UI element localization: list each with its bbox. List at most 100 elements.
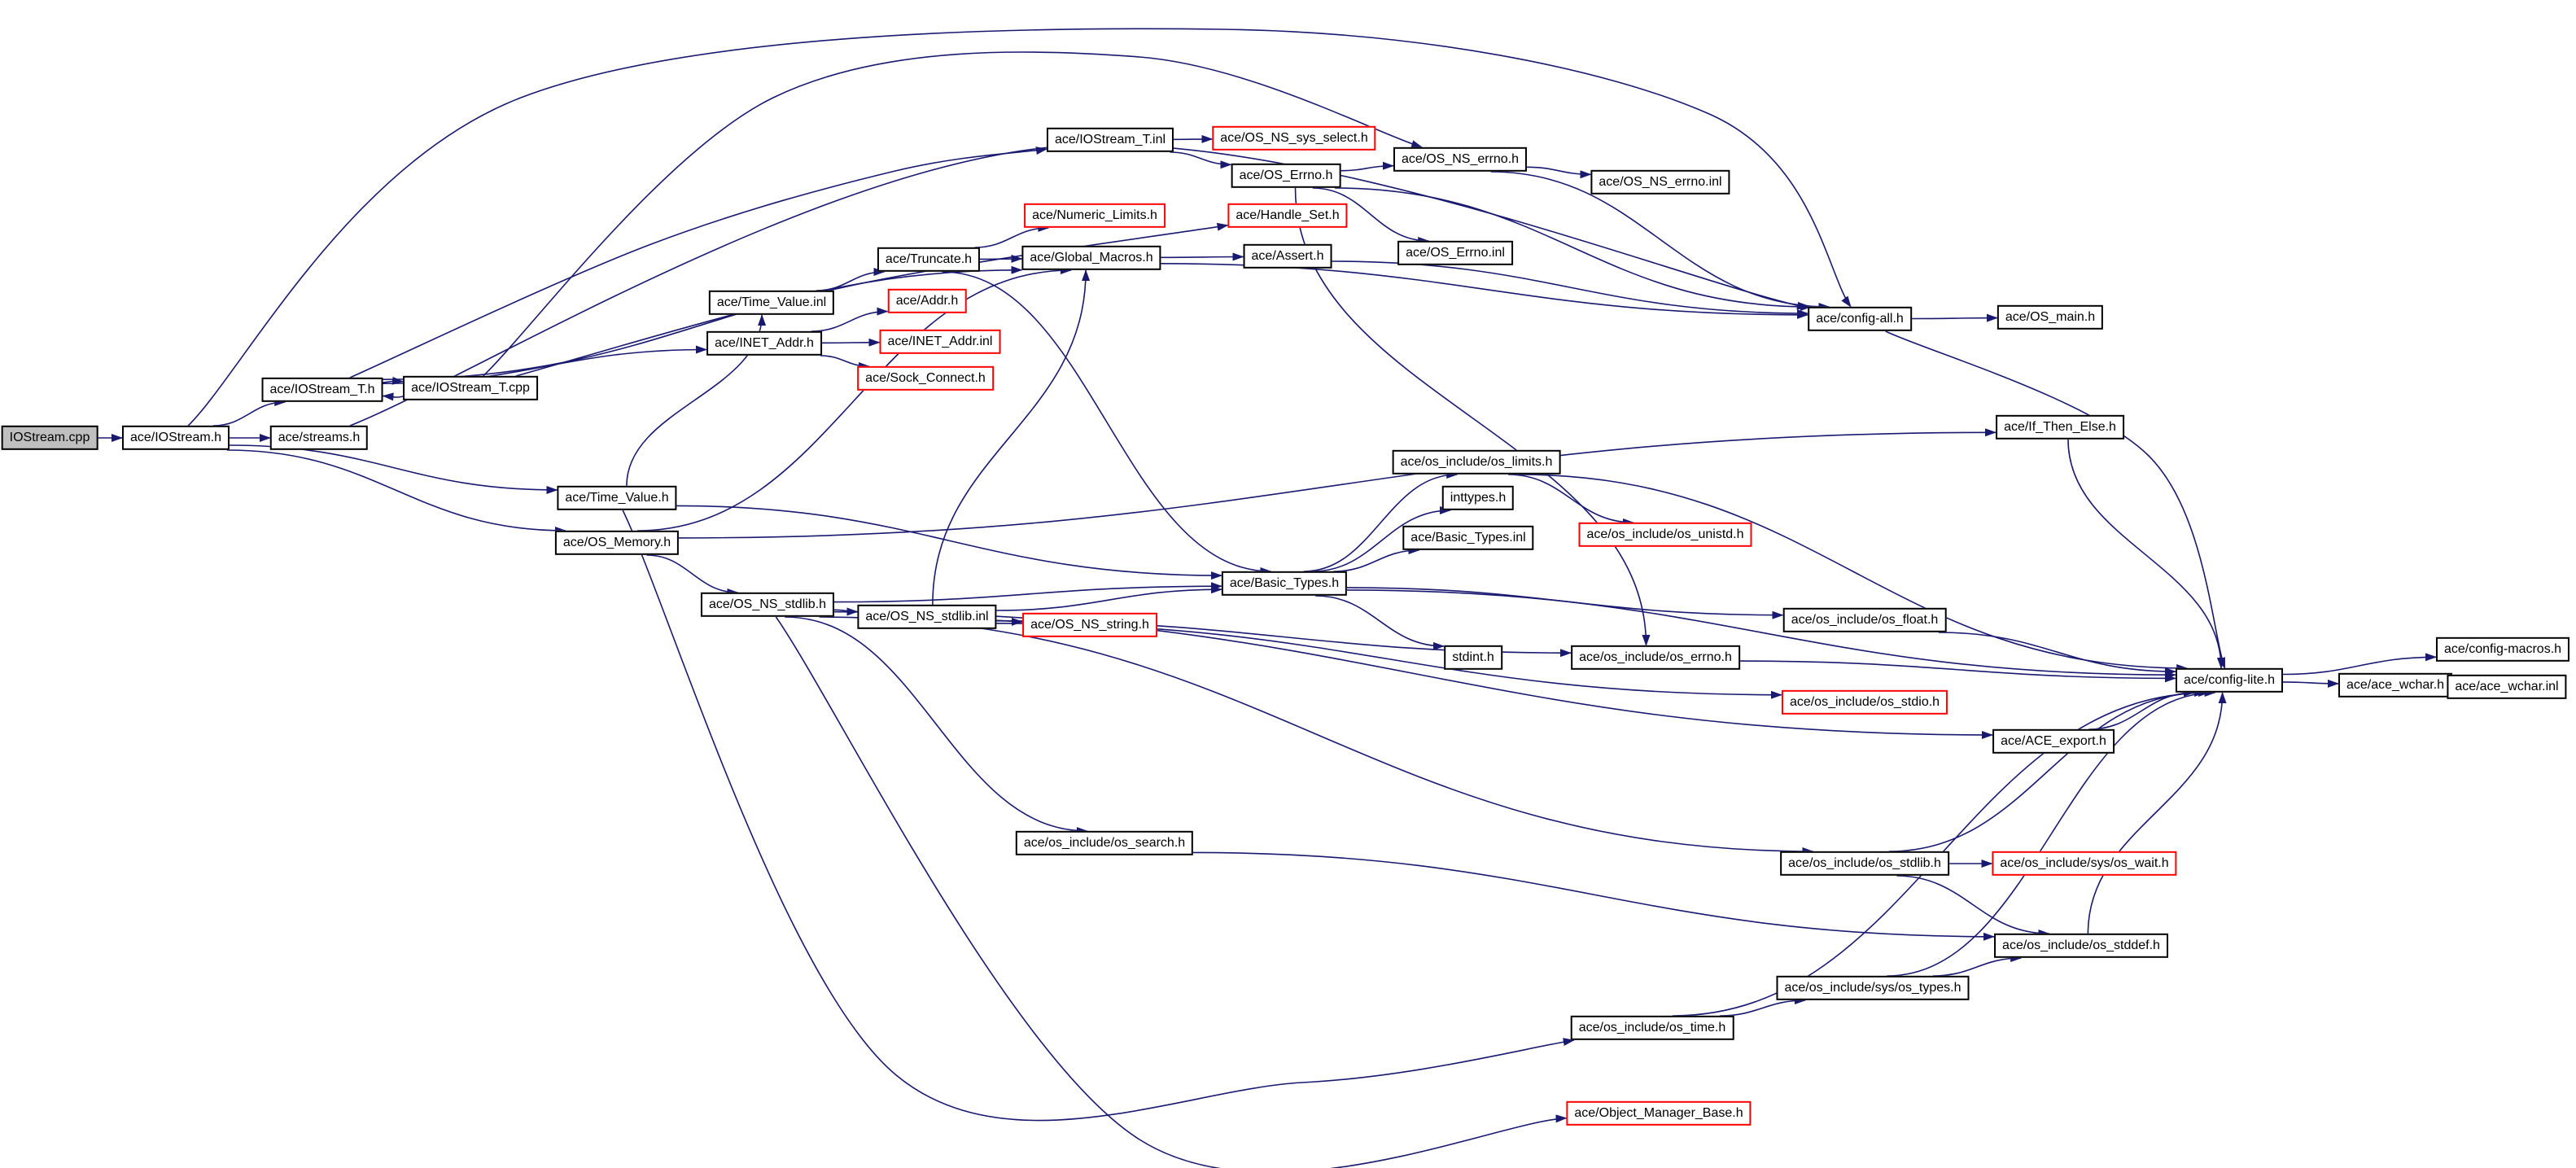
include-edge-iostream_t_cpp-to-iostream_t_h: [382, 392, 404, 401]
graph-node-iostream_h[interactable]: ace/IOStream.h: [121, 425, 230, 451]
include-edge-basic_types_h-to-inttypes_h: [1311, 506, 1451, 572]
graph-node-os_stdio_h[interactable]: ace/os_include/os_stdio.h: [1781, 689, 1948, 715]
include-edge-os_ns_stdlib_h-to-object_manager_base_h: [775, 616, 1568, 1168]
graph-node-ace_wchar_h[interactable]: ace/ace_wchar.h: [2338, 672, 2453, 698]
graph-node-config_all_h[interactable]: ace/config-all.h: [1808, 306, 1912, 332]
graph-node-config_macros_h[interactable]: ace/config-macros.h: [2435, 636, 2570, 663]
graph-node-os_ns_errno_inl[interactable]: ace/OS_NS_errno.inl: [1590, 169, 1730, 195]
include-edge-oi_os_stdlib_h-to-config_lite_h: [1888, 689, 2206, 852]
include-edge-global_macros_h-to-config_all_h: [1161, 263, 1808, 319]
graph-node-basic_types_inl[interactable]: ace/Basic_Types.inl: [1402, 525, 1534, 551]
include-edge-os_errno_h-to-os_errno_inl: [1312, 187, 1430, 245]
graph-node-config_lite_h[interactable]: ace/config-lite.h: [2175, 667, 2284, 693]
include-edge-time_value_h-to-basic_types_h: [676, 505, 1222, 580]
graph-node-os_unistd_h[interactable]: ace/os_include/os_unistd.h: [1578, 522, 1752, 548]
graph-node-os_limits_h[interactable]: ace/os_include/os_limits.h: [1392, 449, 1561, 475]
graph-node-object_manager_base_h[interactable]: ace/Object_Manager_Base.h: [1566, 1100, 1752, 1126]
graph-node-inet_addr_h[interactable]: ace/INET_Addr.h: [706, 330, 822, 357]
include-edge-os_search_h-to-os_stddef_h: [1192, 851, 1995, 941]
include-edge-os_memory_h-to-global_macros_h: [636, 266, 1072, 532]
graph-node-os_ns_stdlib_h[interactable]: ace/OS_NS_stdlib.h: [700, 592, 835, 618]
graph-node-oi_os_stdlib_h[interactable]: ace/os_include/os_stdlib.h: [1780, 851, 1949, 877]
graph-node-streams_h[interactable]: ace/streams.h: [269, 425, 369, 451]
graph-node-os_ns_errno_h[interactable]: ace/OS_NS_errno.h: [1393, 147, 1528, 173]
graph-node-os_search_h[interactable]: ace/os_include/os_search.h: [1015, 830, 1194, 856]
include-edge-os_ns_stdlib_h-to-os_search_h: [785, 616, 1088, 835]
graph-node-os_ns_string_h[interactable]: ace/OS_NS_string.h: [1022, 612, 1157, 638]
graph-node-os_time_h[interactable]: ace/os_include/os_time.h: [1570, 1015, 1734, 1041]
include-edge-iostream_h-to-config_all_h: [187, 28, 1852, 427]
include-edge-os_errno_h-to-os_ns_errno_h: [1340, 161, 1394, 172]
graph-node-os_errno_inl[interactable]: ace/OS_Errno.inl: [1397, 240, 1513, 266]
include-edge-os_limits_h-to-os_unistd_h: [1508, 474, 1634, 527]
graph-node-inttypes_h[interactable]: inttypes.h: [1441, 485, 1515, 511]
include-edge-os_ns_errno_h-to-os_ns_errno_inl: [1526, 166, 1592, 179]
graph-node-time_value_inl[interactable]: ace/Time_Value.inl: [708, 290, 835, 316]
graph-node-os_ns_stdlib_inl[interactable]: ace/OS_NS_stdlib.inl: [857, 604, 997, 630]
include-edge-basic_types_h-to-os_limits_h: [1303, 470, 1459, 572]
include-edge-time_value_inl-to-truncate_h: [816, 268, 886, 291]
include-edge-basic_types_h-to-basic_types_inl: [1333, 546, 1420, 572]
include-edge-iostream_t_cpp-to-handle_set_h: [515, 222, 1229, 377]
graph-node-os_memory_h[interactable]: ace/OS_Memory.h: [554, 530, 680, 556]
include-edge-os_limits_h-to-config_lite_h: [1518, 474, 2189, 672]
include-edge-iostream_t_h-to-iostream_t_inl: [349, 147, 1047, 378]
graph-node-iostream_t_cpp[interactable]: ace/IOStream_T.cpp: [403, 375, 538, 401]
graph-node-os_ns_sys_select_h[interactable]: ace/OS_NS_sys_select.h: [1212, 125, 1376, 151]
include-edge-time_value_h-to-os_time_h: [622, 510, 1575, 1122]
graph-node-iostream_t_inl[interactable]: ace/IOStream_T.inl: [1046, 127, 1174, 153]
include-edge-os_ns_stdlib_h-to-basic_types_h: [833, 582, 1222, 603]
include-edge-basic_types_h-to-stdint_h: [1315, 595, 1445, 650]
graph-node-if_then_else_h[interactable]: ace/If_Then_Else.h: [1996, 414, 2124, 440]
include-edge-os_ns_stdlib_h-to-oi_os_stdlib_h: [819, 616, 1814, 855]
include-edge-iostream_t_inl-to-os_errno_h: [1170, 151, 1232, 169]
include-edge-os_memory_h-to-if_then_else_h: [678, 428, 1997, 539]
include-edge-os_memory_h-to-os_ns_stdlib_h: [646, 554, 739, 597]
include-edge-os_stddef_h-to-config_lite_h: [2087, 692, 2227, 934]
graph-node-inet_addr_inl[interactable]: ace/INET_Addr.inl: [879, 329, 1001, 355]
include-edge-os_ns_stdlib_inl-to-global_macros_h: [932, 269, 1091, 606]
graph-node-stdint_h[interactable]: stdint.h: [1444, 645, 1502, 671]
include-edge-basic_types_h-to-config_lite_h: [1346, 589, 2176, 680]
include-edge-oi_os_errno_h-to-config_lite_h: [1739, 660, 2176, 683]
graph-node-sys_os_wait_h[interactable]: ace/os_include/sys/os_wait.h: [1992, 851, 2177, 877]
graph-node-os_errno_h[interactable]: ace/OS_Errno.h: [1231, 163, 1341, 189]
include-edge-iostream_t_h-to-iostream_t_cpp: [383, 376, 404, 385]
include-edge-iostream_h-to-time_value_h: [229, 444, 558, 494]
graph-node-iostream_t_h[interactable]: ace/IOStream_T.h: [261, 377, 383, 403]
include-edge-os_float_h-to-config_lite_h: [1938, 632, 2176, 676]
include-edge-global_macros_h-to-assert_h: [1161, 252, 1244, 261]
include-edge-iostream_h-to-iostream_t_h: [212, 398, 286, 427]
include-edge-oi_os_stdlib_h-to-os_stddef_h: [1896, 875, 2050, 938]
include-edge-sys_os_types_h-to-os_stddef_h: [1932, 954, 2023, 977]
include-edge-if_then_else_h-to-config_lite_h: [2067, 439, 2225, 669]
include-edge-os_ns_stdlib_inl-to-basic_types_h: [996, 585, 1222, 611]
include-edge-iostream_t_h-to-global_macros_h: [383, 265, 1023, 380]
graph-node-ace_wchar_inl[interactable]: ace/ace_wchar.inl: [2447, 674, 2567, 700]
graph-node-iostream_cpp: IOStream.cpp: [1, 425, 98, 451]
graph-node-sock_connect_h[interactable]: ace/Sock_Connect.h: [857, 365, 994, 392]
graph-node-sys_os_types_h[interactable]: ace/os_include/sys/os_types.h: [1776, 975, 1970, 1001]
graph-node-global_macros_h[interactable]: ace/Global_Macros.h: [1021, 245, 1161, 271]
graph-node-os_float_h[interactable]: ace/os_include/os_float.h: [1782, 607, 1947, 633]
graph-node-addr_h[interactable]: ace/Addr.h: [887, 288, 967, 314]
graph-node-basic_types_h[interactable]: ace/Basic_Types.h: [1221, 571, 1348, 597]
include-edge-streams_h-to-config_all_h: [349, 144, 1808, 427]
include-edge-truncate_h-to-basic_types_h: [942, 271, 1272, 575]
graph-node-handle_set_h[interactable]: ace/Handle_Set.h: [1227, 203, 1348, 229]
include-edge-iostream_t_cpp-to-os_ns_errno_h: [483, 51, 1424, 377]
graph-node-assert_h[interactable]: ace/Assert.h: [1243, 243, 1332, 269]
include-edge-config_all_h-to-os_main_h: [1911, 313, 1998, 322]
graph-node-os_main_h[interactable]: ace/OS_main.h: [1997, 304, 2104, 330]
graph-node-truncate_h[interactable]: ace/Truncate.h: [877, 247, 981, 273]
graph-node-oi_os_errno_h[interactable]: ace/os_include/os_errno.h: [1571, 645, 1740, 671]
graph-node-time_value_h[interactable]: ace/Time_Value.h: [557, 485, 677, 511]
graph-node-numeric_limits_h[interactable]: ace/Numeric_Limits.h: [1024, 203, 1166, 229]
include-edge-truncate_h-to-global_macros_h: [979, 254, 1023, 263]
graph-node-ace_export_h[interactable]: ace/ACE_export.h: [1992, 728, 2115, 755]
include-edge-config_all_h-to-config_lite_h: [1885, 330, 2226, 669]
include-edge-sys_os_types_h-to-config_lite_h: [1887, 689, 2216, 977]
include-edge-config_lite_h-to-config_macros_h: [2282, 653, 2437, 676]
graph-node-os_stddef_h[interactable]: ace/os_include/os_stddef.h: [1994, 933, 2168, 959]
include-edge-os_time_h-to-sys_os_types_h: [1719, 996, 1806, 1017]
